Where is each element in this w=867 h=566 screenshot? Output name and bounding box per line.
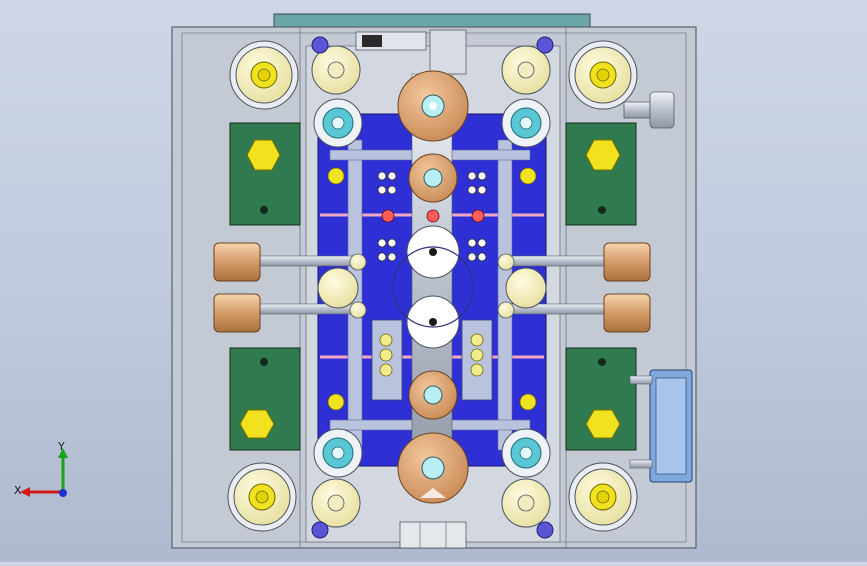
bottom-connector-block[interactable] — [399, 521, 467, 549]
center-cores[interactable] — [392, 225, 474, 349]
right-side-cylinder[interactable] — [629, 369, 693, 483]
sprue-bushing-bottom[interactable] — [397, 432, 469, 504]
cyan-bushing-bottom-right[interactable] — [501, 428, 551, 478]
cyan-bushing-top-right[interactable] — [501, 98, 551, 148]
top-sprue-bracket — [429, 29, 467, 75]
purple-stop-pins — [311, 36, 554, 539]
red-markers — [381, 209, 485, 223]
x-axis-arrow-icon — [20, 487, 63, 497]
guide-bushing-top-left[interactable] — [229, 40, 299, 110]
guide-bushing-top-right[interactable] — [568, 40, 638, 110]
right-top-valve[interactable] — [623, 91, 675, 129]
green-block-bottom-left[interactable] — [229, 347, 301, 451]
green-block-top-right[interactable] — [565, 122, 637, 226]
y-axis-label: Y — [57, 440, 65, 453]
x-axis-label: X — [14, 484, 22, 497]
cyan-bushing-bottom-left[interactable] — [313, 428, 363, 478]
ejector-pin-cluster-upper-left — [377, 171, 397, 262]
core-pull-heads — [317, 253, 547, 319]
ejector-pin-cluster-upper-right — [467, 171, 487, 262]
green-block-top-left[interactable] — [229, 122, 301, 226]
center-guide-rods — [411, 73, 453, 495]
sprue-bushing-top[interactable] — [397, 70, 469, 142]
gate-bushing-lower[interactable] — [408, 370, 458, 420]
cyan-bushing-top-left[interactable] — [313, 98, 363, 148]
cavity-yellow-dots — [327, 167, 537, 411]
core-pull-left[interactable] — [213, 242, 359, 333]
top-clamp-bar[interactable] — [273, 13, 591, 28]
green-block-bottom-right[interactable] — [565, 347, 637, 451]
latch-handle-icon — [362, 35, 382, 47]
slide-insert-lower-right[interactable] — [461, 319, 493, 401]
slide-insert-lower-left[interactable] — [371, 319, 403, 401]
inner-bushing-bottom-left[interactable] — [311, 478, 361, 528]
gate-bushing-upper[interactable] — [408, 153, 458, 203]
z-axis-dot-icon — [59, 489, 67, 497]
guide-bushing-bottom-left[interactable] — [227, 462, 297, 532]
inner-bushing-bottom-right[interactable] — [501, 478, 551, 528]
orientation-triad[interactable]: Y X — [14, 440, 74, 510]
inner-bushing-top-left[interactable] — [311, 45, 361, 95]
y-axis-arrow-icon — [58, 448, 68, 492]
core-pull-right[interactable] — [507, 242, 651, 333]
inner-bushing-top-right[interactable] — [501, 45, 551, 95]
guide-bushing-bottom-right[interactable] — [568, 462, 638, 532]
